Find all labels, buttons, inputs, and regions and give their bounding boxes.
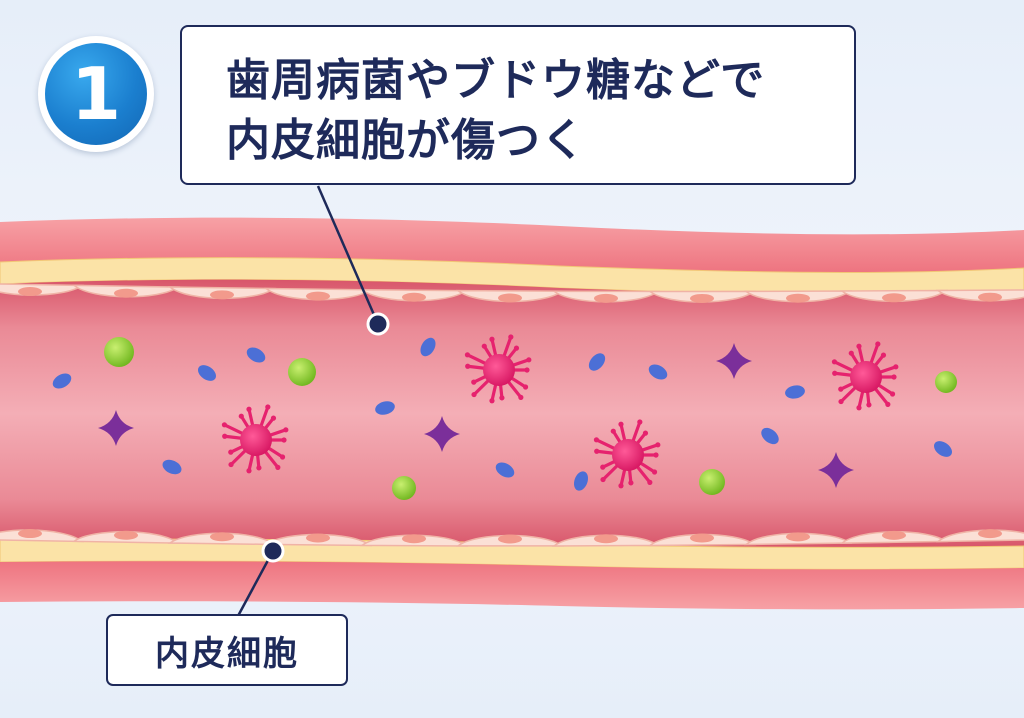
- star-particle-icon: [716, 343, 752, 379]
- blue-oval-particle-icon: [648, 364, 668, 380]
- green-sphere-particle-icon: [935, 371, 957, 393]
- step-number: 1: [45, 43, 147, 145]
- cell-nucleus: [210, 532, 234, 542]
- green-sphere-particle-icon: [699, 469, 725, 495]
- label-pointer-dot: [261, 539, 285, 563]
- blue-oval-particle-icon: [761, 427, 779, 445]
- cell-nucleus: [402, 292, 426, 302]
- cell-nucleus: [114, 288, 138, 298]
- cell-nucleus: [690, 533, 714, 543]
- star-particle-icon: [818, 452, 854, 488]
- cell-nucleus: [594, 534, 618, 544]
- cell-nucleus: [978, 292, 1002, 302]
- blue-oval-particle-icon: [246, 347, 266, 363]
- cell-nucleus: [306, 291, 330, 301]
- cell-nucleus: [210, 290, 234, 300]
- step-number-badge: 1: [38, 36, 154, 152]
- cell-nucleus: [786, 532, 810, 542]
- endothelial-cell-label-text: 内皮細胞: [155, 633, 299, 674]
- bacteria-icon: [593, 419, 661, 489]
- callout-pointer-dot: [366, 312, 390, 336]
- callout-leader-line: [316, 185, 380, 325]
- label-leader-line: [236, 550, 275, 617]
- star-particle-icon: [424, 416, 460, 452]
- vessel-lumen: [0, 279, 1024, 548]
- bacteria-icon: [831, 341, 899, 411]
- cell-nucleus: [402, 534, 426, 544]
- cell-nucleus: [690, 293, 714, 303]
- green-sphere-particle-icon: [288, 358, 316, 386]
- cell-nucleus: [786, 293, 810, 303]
- blue-oval-particle-icon: [52, 373, 72, 389]
- cell-nucleus: [18, 529, 42, 539]
- cell-nucleus: [114, 530, 138, 540]
- vessel-wall-top: [0, 217, 1024, 273]
- endothelial-cells-top: [0, 283, 1024, 303]
- cell-nucleus: [498, 534, 522, 544]
- blood-particles: [52, 334, 957, 500]
- callout-line-2: 内皮細胞が傷つく: [226, 115, 586, 166]
- star-particle-icon: [98, 410, 134, 446]
- blue-oval-particle-icon: [197, 365, 217, 381]
- cell-nucleus: [498, 293, 522, 303]
- callout-line-1: 歯周病菌やブドウ糖などで: [226, 55, 766, 106]
- cell-nucleus: [978, 529, 1002, 539]
- green-sphere-particle-icon: [392, 476, 416, 500]
- green-sphere-particle-icon: [104, 337, 134, 367]
- bacteria-icon: [464, 334, 532, 404]
- bacteria-icon: [221, 404, 289, 474]
- cell-nucleus: [306, 533, 330, 543]
- blue-oval-particle-icon: [573, 471, 589, 491]
- blue-oval-particle-icon: [933, 441, 953, 457]
- blue-oval-particle-icon: [495, 462, 515, 478]
- cell-nucleus: [18, 287, 42, 297]
- endothelial-cells-bottom: [0, 529, 1024, 547]
- vessel-wall-bottom: [0, 561, 1024, 610]
- blue-oval-particle-icon: [375, 401, 395, 415]
- cell-nucleus: [594, 293, 618, 303]
- blue-oval-particle-icon: [588, 353, 606, 371]
- blue-oval-particle-icon: [785, 385, 805, 399]
- endothelial-cell-label: 内皮細胞: [106, 614, 348, 686]
- blue-oval-particle-icon: [420, 337, 436, 357]
- callout-box: 歯周病菌やブドウ糖などで 内皮細胞が傷つく: [180, 25, 856, 185]
- cell-nucleus: [882, 293, 906, 303]
- blue-oval-particle-icon: [162, 459, 182, 475]
- cell-nucleus: [882, 530, 906, 540]
